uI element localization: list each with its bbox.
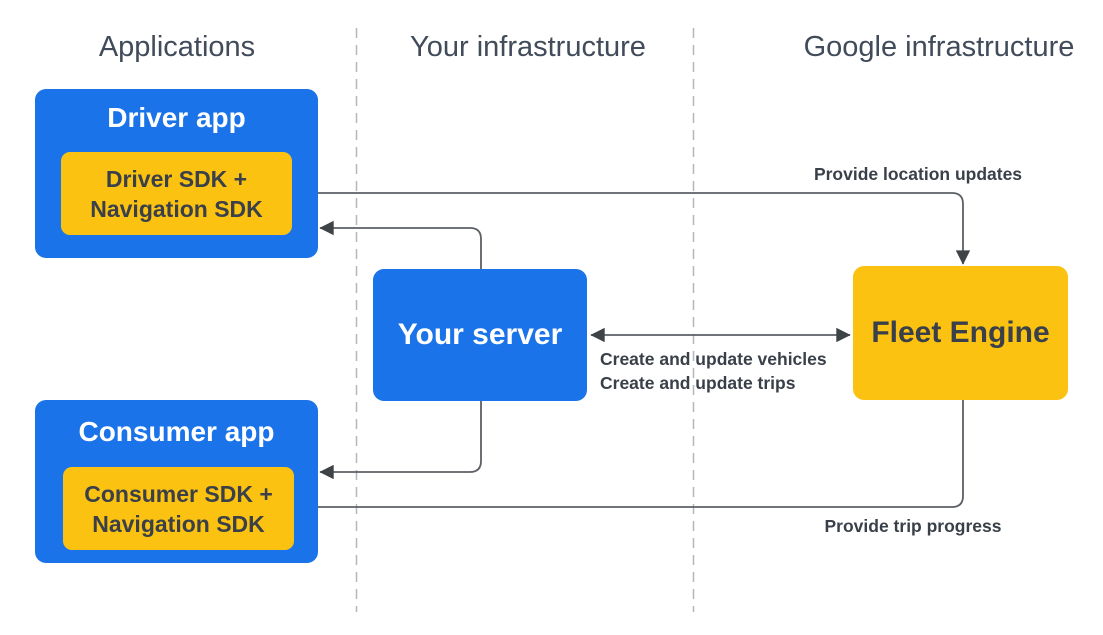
driver-app-label: Driver app (107, 102, 246, 133)
consumer-sdk-label-line2: Navigation SDK (92, 510, 265, 537)
edge-label-create-update-vehicles: Create and update vehicles (600, 349, 827, 369)
fleet-engine-label: Fleet Engine (871, 316, 1050, 349)
consumer-app-box: Consumer app Consumer SDK + Navigation S… (35, 400, 318, 563)
driver-sdk-label-line1: Driver SDK + (105, 165, 248, 192)
fleet-engine-box: Fleet Engine (853, 266, 1068, 400)
your-server-label: Your server (397, 318, 563, 351)
driver-sdk-label-line2: Navigation SDK (90, 195, 263, 222)
edge-server-to-driver-app (319, 220, 482, 269)
edge-provide-trip-progress (296, 400, 964, 515)
edge-label-create-update-trips: Create and update trips (600, 373, 796, 393)
column-header-your-infrastructure: Your infrastructure (410, 31, 646, 63)
driver-app-box: Driver app Driver SDK + Navigation SDK (35, 89, 318, 258)
column-header-google-infrastructure: Google infrastructure (803, 31, 1075, 63)
edge-server-to-consumer-app (319, 401, 482, 480)
consumer-app-label: Consumer app (78, 416, 275, 447)
consumer-sdk-label-line1: Consumer SDK + (84, 480, 273, 507)
edge-provide-location-updates (293, 192, 971, 265)
consumer-sdk-box: Consumer SDK + Navigation SDK (63, 467, 294, 550)
driver-sdk-box: Driver SDK + Navigation SDK (61, 152, 292, 235)
your-server-box: Your server (373, 269, 587, 401)
edge-label-provide-location-updates: Provide location updates (813, 164, 1023, 184)
edge-label-provide-trip-progress: Provide trip progress (824, 516, 1002, 536)
column-header-applications: Applications (98, 31, 256, 63)
